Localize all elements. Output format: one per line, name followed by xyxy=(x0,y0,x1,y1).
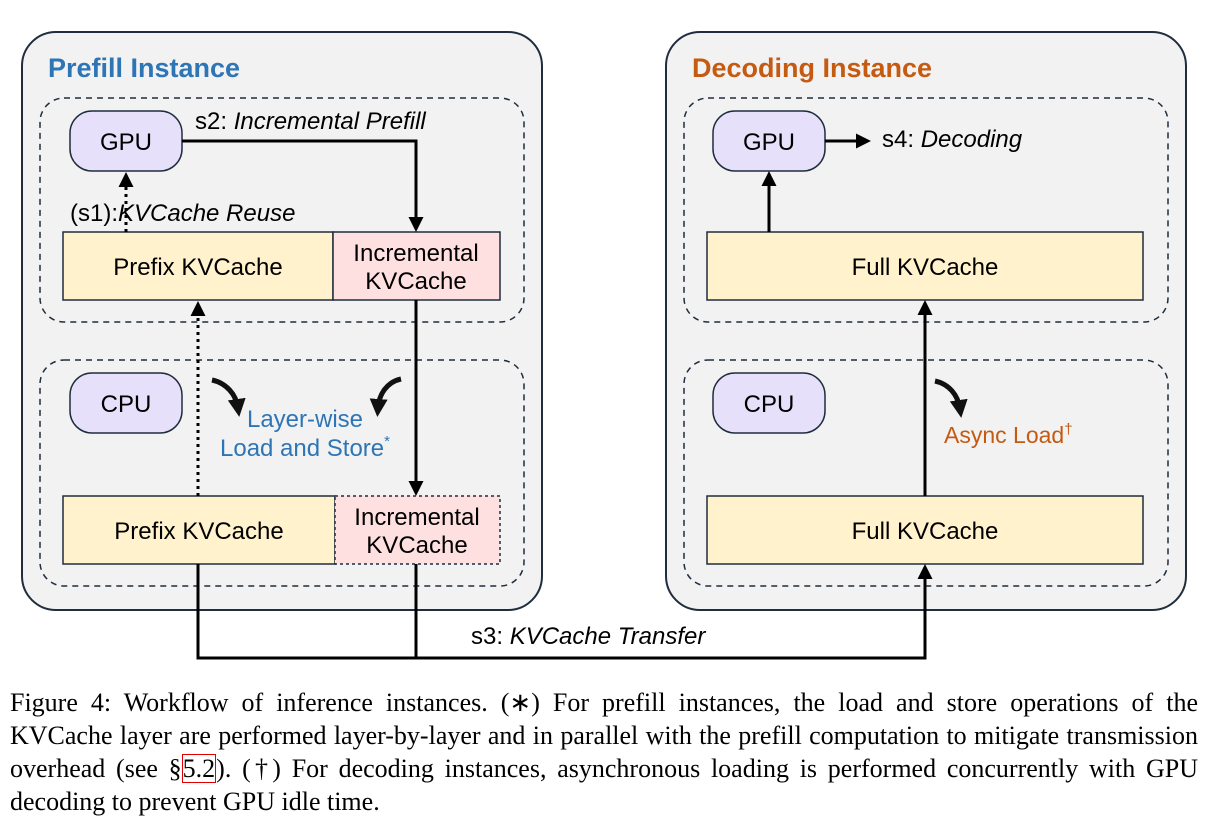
layerwise-label-2: Load and Store* xyxy=(220,433,390,462)
prefill-gpu-incremental-label-1: Incremental xyxy=(353,240,478,267)
prefill-gpu-region xyxy=(39,97,525,323)
layerwise-curved-arrow-left xyxy=(211,377,246,417)
prefill-cpu-incremental-label-2: KVCache xyxy=(366,532,467,559)
layerwise-label-1: Layer-wise xyxy=(247,406,363,433)
prefill-gpu-label: GPU xyxy=(100,129,152,156)
prefill-gpu-incremental-label-2: KVCache xyxy=(365,268,466,295)
async-load-label: Async Load† xyxy=(944,421,1073,448)
prefill-cpu-chip xyxy=(69,372,183,434)
caption-text-1: Figure 4: Workflow of inference instance… xyxy=(10,688,1198,783)
s2-incremental-prefill-arrow xyxy=(182,139,424,232)
s3-label: s3: KVCache Transfer xyxy=(471,623,706,650)
s2-label: s2: Incremental Prefill xyxy=(195,108,426,135)
workflow-diagram: Prefill Instance GPU s2: Incremental Pre… xyxy=(21,31,1187,660)
decoding-gpu-label: GPU xyxy=(743,129,795,156)
figure-caption: Figure 4: Workflow of inference instance… xyxy=(10,686,1198,818)
prefill-instance-title: Prefill Instance xyxy=(48,53,240,83)
section-reference-link[interactable]: 5.2 xyxy=(181,754,217,783)
prefill-instance-panel xyxy=(21,31,543,611)
prefill-cpu-incremental-kvcache xyxy=(334,495,501,565)
prefill-cpu-region xyxy=(39,359,525,587)
prefill-gpu-prefix-label: Prefix KVCache xyxy=(113,254,282,281)
decoding-cpu-label: CPU xyxy=(744,391,795,418)
s3-kvcache-transfer-arrow xyxy=(196,564,933,660)
async-load-curved-arrow xyxy=(934,378,968,418)
decoding-instance-title: Decoding Instance xyxy=(692,53,932,83)
s4-label: s4: Decoding xyxy=(882,126,1023,153)
s1-label: (s1):KVCache Reuse xyxy=(70,200,295,227)
decoding-cpu-chip xyxy=(712,372,826,434)
caption-text-2: ). (†) For decoding instances, asynchron… xyxy=(10,754,1199,816)
prefill-gpu-incremental-kvcache xyxy=(332,231,501,301)
decoding-cpu-full-label: Full KVCache xyxy=(852,518,999,545)
decoding-gpu-full-label: Full KVCache xyxy=(852,254,999,281)
prefill-cpu-prefix-label: Prefix KVCache xyxy=(114,518,283,545)
prefill-cpu-prefix-kvcache xyxy=(62,495,336,565)
prefill-cpu-incremental-label-1: Incremental xyxy=(354,504,479,531)
decoding-cpu-full-kvcache xyxy=(706,495,1144,565)
prefill-cpu-label: CPU xyxy=(101,391,152,418)
layerwise-curved-arrow-right xyxy=(369,376,402,417)
